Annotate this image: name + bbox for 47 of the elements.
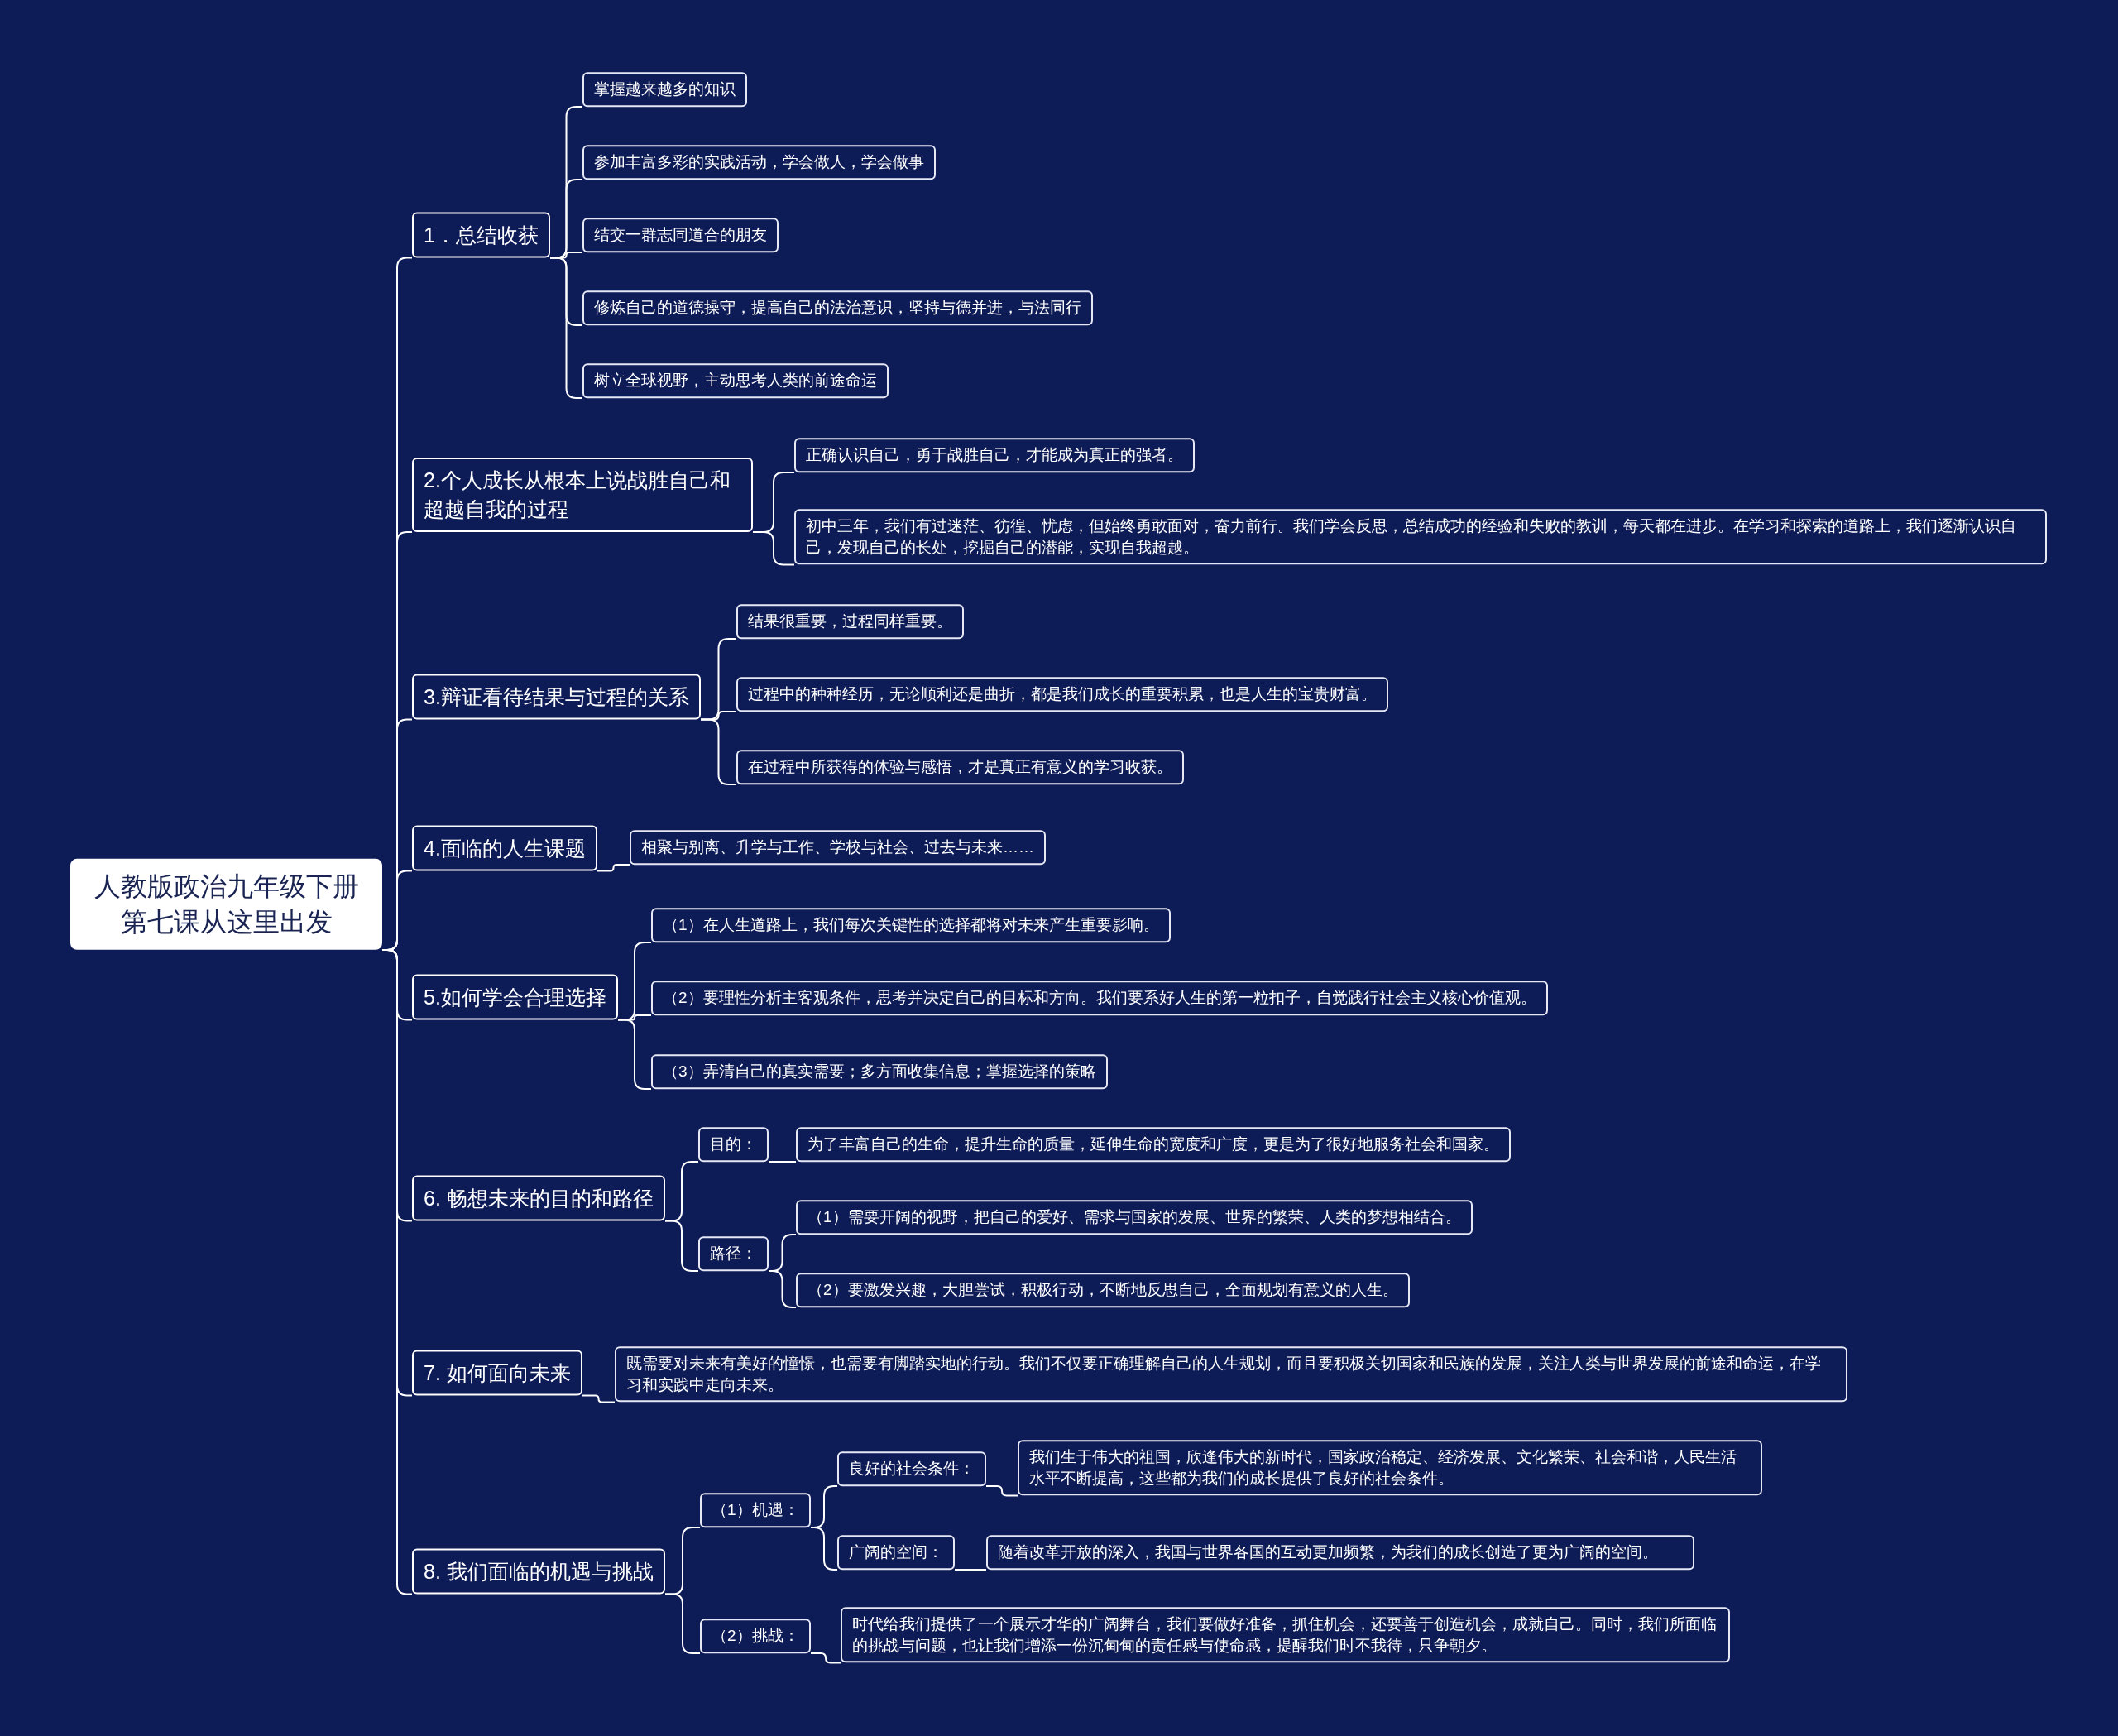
connector-line: [768, 1161, 797, 1163]
subtopic-box: 掌握越来越多的知识: [582, 72, 747, 107]
branch-topic: 7. 如何面向未来: [412, 1350, 582, 1396]
branch-topic: 6. 畅想未来的目的和路径: [412, 1175, 665, 1221]
subtopic-box: 广阔的空间：: [837, 1535, 955, 1570]
subtopic-box: 正确认识自己，勇于战胜自己，才能成为真正的强者。: [794, 438, 1195, 472]
root-topic: 人教版政治九年级下册第七课从这里出发: [70, 858, 382, 951]
subtopic-box: （3）弄清自己的真实需要；多方面收集信息；掌握选择的策略: [651, 1054, 1108, 1089]
subtopic-box: 结果很重要，过程同样重要。: [736, 604, 964, 639]
branch-topic: 2.个人成长从根本上说战胜自己和超越自我的过程: [412, 458, 753, 532]
connector-line: [810, 1652, 841, 1664]
branch-topic: 4.面临的人生课题: [412, 825, 597, 871]
subtopic-box: 结交一群志同道合的朋友: [582, 218, 779, 252]
connector-line: [582, 1394, 616, 1403]
subtopic-box: 相聚与别离、升学与工作、学校与社会、过去与未来……: [630, 830, 1046, 865]
subtopic-box: 参加丰富多彩的实践活动，学会做人，学会做事: [582, 145, 936, 180]
connector-line: [617, 1019, 652, 1090]
subtopic-box: （2）要激发兴趣，大胆尝试，积极行动，不断地反思自己，全面规划有意义的人生。: [796, 1273, 1410, 1307]
subtopic-box: （2）要理性分析主客观条件，思考并决定自己的目标和方向。我们要系好人生的第一粒扣子，自觉践行社会主义核心价值观。: [651, 981, 1548, 1015]
subtopic-box: （1）机遇：: [700, 1493, 811, 1527]
connector-line: [768, 1270, 797, 1308]
subtopic-box: 时代给我们提供了一个展示才华的广阔舞台，我们要做好准备，抓住机会，还要善于创造机会，成就自己。同时，我们所面临的挑战与问题，也让我们增添一份沉甸甸的责任感与使命感，提醒我们时不我待，只争朝夕。: [841, 1607, 1730, 1663]
subtopic-box: 路径：: [698, 1236, 769, 1271]
subtopic-box: 我们生于伟大的祖国，欣逢伟大的新时代，国家政治稳定、经济发展、文化繁荣、社会和谐，人民生活水平不断提高，这些都为我们的成长提供了良好的社会条件。: [1018, 1440, 1762, 1496]
connector-line: [752, 531, 795, 566]
subtopic-box: （1）需要开阔的视野，把自己的爱好、需求与国家的发展、世界的繁荣、人类的梦想相结合。: [796, 1200, 1473, 1235]
connector-line: [664, 1593, 701, 1654]
subtopic-box: 树立全球视野，主动思考人类的前途命运: [582, 363, 889, 398]
subtopic-box: 既需要对未来有美好的憧憬，也需要有脚踏实地的行动。我们不仅要正确理解自己的人生规划，而且要积极关切国家和民族的发展，关注人类与世界发展的前途和命运，在学习和实践中走向未来。: [615, 1346, 1847, 1403]
subtopic-box: 在过程中所获得的体验与感悟，才是真正有意义的学习收获。: [736, 750, 1184, 784]
subtopic-box: （1）在人生道路上，我们每次关键性的选择都将对未来产生重要影响。: [651, 908, 1171, 942]
subtopic-box: 目的：: [698, 1127, 769, 1162]
subtopic-box: 修炼自己的道德操守，提高自己的法治意识，坚持与德并进，与法同行: [582, 290, 1093, 325]
connector-line: [985, 1485, 1018, 1497]
connector-line: [700, 718, 737, 785]
subtopic-box: （2）挑战：: [700, 1619, 811, 1653]
subtopic-box: 过程中的种种经历，无论顺利还是曲折，都是我们成长的重要积累，也是人生的宝贵财富。: [736, 677, 1388, 712]
branch-topic: 8. 我们面临的机遇与挑战: [412, 1548, 665, 1595]
subtopic-box: 初中三年，我们有过迷茫、彷徨、忧虑，但始终勇敢面对，奋力前行。我们学会反思，总结成功的经验和失败的教训，每天都在进步。在学习和探索的道路上，我们逐渐认识自己，发现自己的长处，挖掘自己的潜能，实现自我超越。: [794, 509, 2047, 565]
subtopic-box: 为了丰富自己的生命，提升生命的质量，延伸生命的宽度和广度，更是为了很好地服务社会和国家。: [796, 1127, 1511, 1162]
subtopic-box: 随着改革开放的深入，我国与世界各国的互动更加频繁，为我们的成长创造了更为广阔的空间。: [986, 1535, 1694, 1570]
connector-line: [954, 1569, 987, 1571]
subtopic-box: 良好的社会条件：: [837, 1451, 986, 1486]
connector-line: [597, 864, 630, 872]
branch-topic: 3.辩证看待结果与过程的关系: [412, 674, 701, 720]
branch-topic: 1．总结收获: [412, 212, 550, 258]
branch-topic: 5.如何学会合理选择: [412, 974, 618, 1020]
